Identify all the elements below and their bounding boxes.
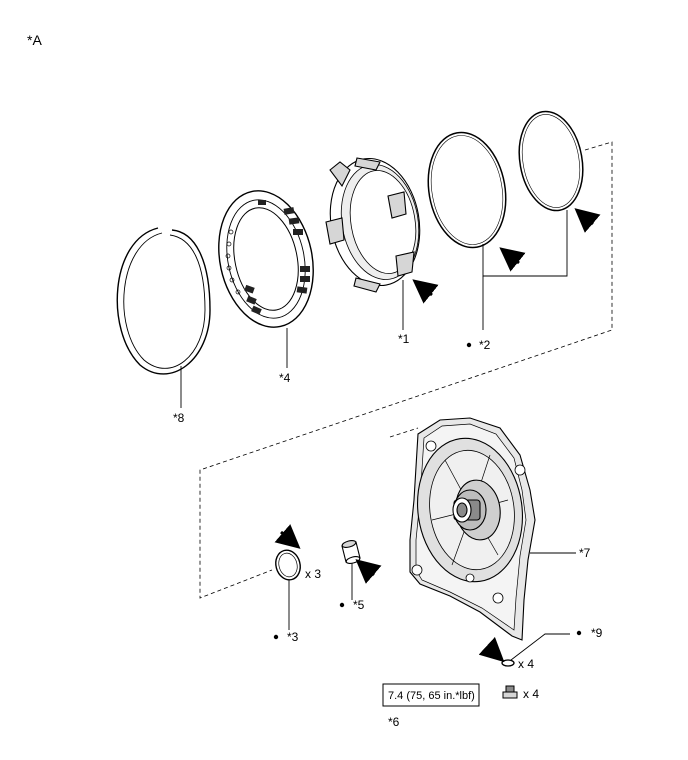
part-8-snap-ring [116,227,211,408]
torque-value: 7.4 (75, 65 in.*lbf) [388,690,475,702]
qty-p3: x 3 [305,567,321,581]
part-2-o-rings [427,110,584,330]
label-p5: *5 [353,598,365,612]
bullet-dot-icon [273,634,279,640]
arrow-icon [274,524,301,549]
clutch-rollers [244,200,310,315]
part-1-clutch-hub [325,157,421,330]
label-p2: *2 [479,338,491,352]
arrow-icon [499,247,526,272]
bolt-icon [502,685,518,699]
part-7-pump-cover [409,417,576,641]
qty-p6: x 4 [523,687,539,701]
label-p1: *1 [398,332,410,346]
label-p7: *7 [579,546,591,560]
assembly-guide-lines [199,141,613,599]
arrow-icon [412,279,439,304]
bullet-dot-icon [339,602,345,608]
part-5-bushing [341,540,361,600]
part-4-clutch-ring [218,190,314,368]
qty-p9: x 4 [518,657,534,671]
part-9-small-o-ring [501,633,570,667]
torque-spec-box: 7.4 (75, 65 in.*lbf) [382,683,480,707]
arrow-icon [574,208,601,233]
arrow-icon [478,636,505,663]
label-p4: *4 [279,371,291,385]
bullet-dot-icon [466,342,472,348]
view-label: *A [27,32,42,48]
arrow-icon [355,559,382,584]
label-p8: *8 [173,411,185,425]
bullet-dot-icon [576,630,582,636]
indicator-arrows [274,208,601,663]
label-p3: *3 [287,630,299,644]
pump-bolt-holes [411,440,526,604]
clutch-holes [225,229,241,295]
label-p9: *9 [591,626,603,640]
label-p6: *6 [388,715,400,729]
part-3-seal-ring [275,549,301,630]
